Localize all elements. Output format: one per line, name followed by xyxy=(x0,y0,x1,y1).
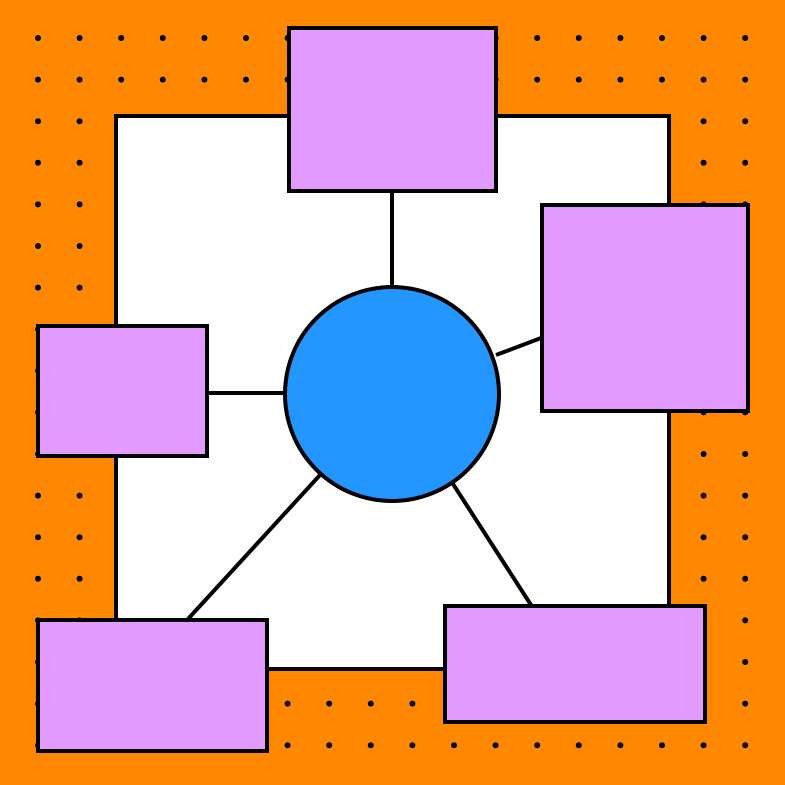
grid-dot xyxy=(700,159,707,166)
grid-dot xyxy=(700,575,707,582)
grid-dot xyxy=(700,534,707,541)
grid-dot xyxy=(659,35,665,41)
grid-dot xyxy=(534,742,541,749)
grid-dot xyxy=(742,159,749,166)
grid-dot xyxy=(742,575,749,582)
grid-dot xyxy=(326,742,333,749)
grid-dot xyxy=(35,35,41,41)
grid-dot xyxy=(742,659,749,665)
grid-dot xyxy=(742,742,749,749)
grid-dot xyxy=(742,118,749,125)
grid-dot xyxy=(76,118,83,125)
grid-dot xyxy=(159,76,166,83)
grid-dot xyxy=(326,700,333,707)
grid-dot xyxy=(659,76,665,83)
node-top[interactable] xyxy=(287,26,498,193)
grid-dot xyxy=(409,700,416,707)
grid-dot xyxy=(76,492,83,499)
grid-dot xyxy=(409,742,416,749)
grid-dot xyxy=(742,492,749,499)
connector-right xyxy=(495,336,542,357)
grid-dot xyxy=(367,742,374,749)
grid-dot xyxy=(492,742,499,749)
grid-dot xyxy=(742,76,749,83)
grid-dot xyxy=(35,76,41,83)
grid-dot xyxy=(742,35,749,41)
node-bottom-left[interactable] xyxy=(36,618,269,753)
grid-dot xyxy=(659,742,665,749)
grid-dot xyxy=(201,76,208,83)
grid-dot xyxy=(700,118,707,125)
grid-dot xyxy=(35,243,41,249)
grid-dot xyxy=(76,159,83,166)
node-bottom-right[interactable] xyxy=(443,604,707,724)
grid-dot xyxy=(534,76,541,83)
grid-dot xyxy=(700,76,707,83)
grid-dot xyxy=(451,742,457,749)
node-right[interactable] xyxy=(540,203,750,413)
grid-dot xyxy=(284,700,291,707)
node-left[interactable] xyxy=(36,324,209,458)
grid-dot xyxy=(118,76,125,83)
grid-dot xyxy=(35,159,41,166)
grid-dot xyxy=(118,35,125,41)
grid-dot xyxy=(700,35,707,41)
grid-dot xyxy=(617,742,624,749)
grid-dot xyxy=(284,742,291,749)
grid-dot xyxy=(201,35,208,41)
grid-dot xyxy=(35,575,41,582)
connector-bottom-right xyxy=(451,482,533,607)
grid-dot xyxy=(35,201,41,208)
grid-dot xyxy=(76,243,83,249)
grid-dot xyxy=(76,575,83,582)
grid-dot xyxy=(76,35,83,41)
grid-dot xyxy=(700,492,707,499)
grid-dot xyxy=(700,742,707,749)
grid-dot xyxy=(742,617,749,624)
grid-dot xyxy=(35,118,41,125)
grid-dot xyxy=(35,492,41,499)
grid-dot xyxy=(367,700,374,707)
grid-dot xyxy=(35,534,41,541)
grid-dot xyxy=(575,742,582,749)
grid-dot xyxy=(76,534,83,541)
connector-bottom-left xyxy=(186,473,322,621)
grid-dot xyxy=(617,76,624,83)
grid-dot xyxy=(575,35,582,41)
grid-dot xyxy=(700,451,707,457)
grid-dot xyxy=(35,284,41,291)
grid-dot xyxy=(742,534,749,541)
grid-dot xyxy=(742,451,749,457)
grid-dot xyxy=(76,76,83,83)
grid-dot xyxy=(243,35,249,41)
grid-dot xyxy=(617,35,624,41)
grid-dot xyxy=(159,35,166,41)
grid-dot xyxy=(575,76,582,83)
hub-circle[interactable] xyxy=(283,285,501,503)
grid-dot xyxy=(76,201,83,208)
grid-dot xyxy=(534,35,541,41)
grid-dot xyxy=(742,700,749,707)
grid-dot xyxy=(243,76,249,83)
grid-dot xyxy=(76,284,83,291)
